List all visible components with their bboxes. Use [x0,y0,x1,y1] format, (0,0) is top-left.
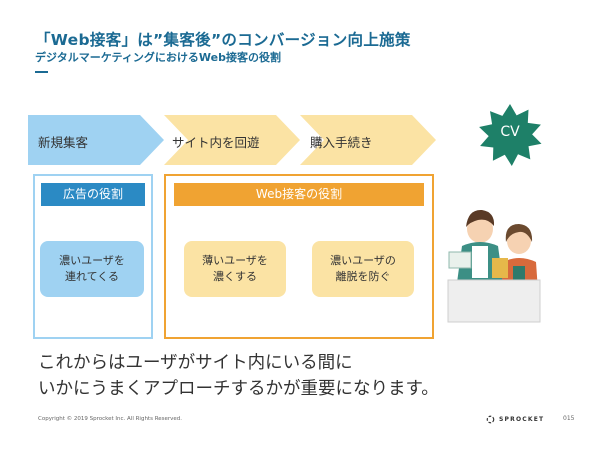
ad-role-card: 濃いユーザを 連れてくる [40,241,144,297]
copyright-text: Copyright © 2019 Sprocket Inc. All Right… [38,416,183,422]
web-role-card: 薄いユーザを 濃くする [184,241,286,297]
web-role-frame [164,174,434,339]
logo-text: SPROCKET [499,416,545,423]
ad-role-frame [33,174,153,339]
cv-star-icon [479,104,542,166]
web-role-header: Web接客の役割 [174,183,424,206]
slide-title: 「Web接客」は”集客後”のコンバージョン向上施策 [35,31,411,49]
flow-step-label: 購入手続き [310,135,373,150]
cv-label: CV [500,124,520,140]
web-role-card-text: 濃いユーザの 離脱を防ぐ [330,254,396,283]
flow-step-label: サイト内を回遊 [172,135,260,150]
flow-arrow-browse [164,115,300,165]
shop-clerk-illustration [447,209,541,323]
bottom-message: これからはユーザがサイト内にいる間に いかにうまくアプローチするかが重要になりま… [38,353,439,399]
flow-step-label: 新規集客 [38,135,89,150]
web-role-card-text: 薄いユーザを 濃くする [202,254,268,283]
page-number: 015 [563,415,575,422]
ad-role-card-text: 濃いユーザを 連れてくる [59,254,125,283]
web-role-card: 濃いユーザの 離脱を防ぐ [312,241,414,297]
title-underline [35,71,48,73]
ad-role-header: 広告の役割 [41,183,145,206]
slide-subtitle: デジタルマーケティングにおけるWeb接客の役割 [35,51,281,64]
flow-arrow-acquisition [28,115,164,165]
flow-arrow-purchase [300,115,436,165]
sprocket-logo: SPROCKET [486,415,544,424]
sprocket-logo-icon [486,415,495,424]
